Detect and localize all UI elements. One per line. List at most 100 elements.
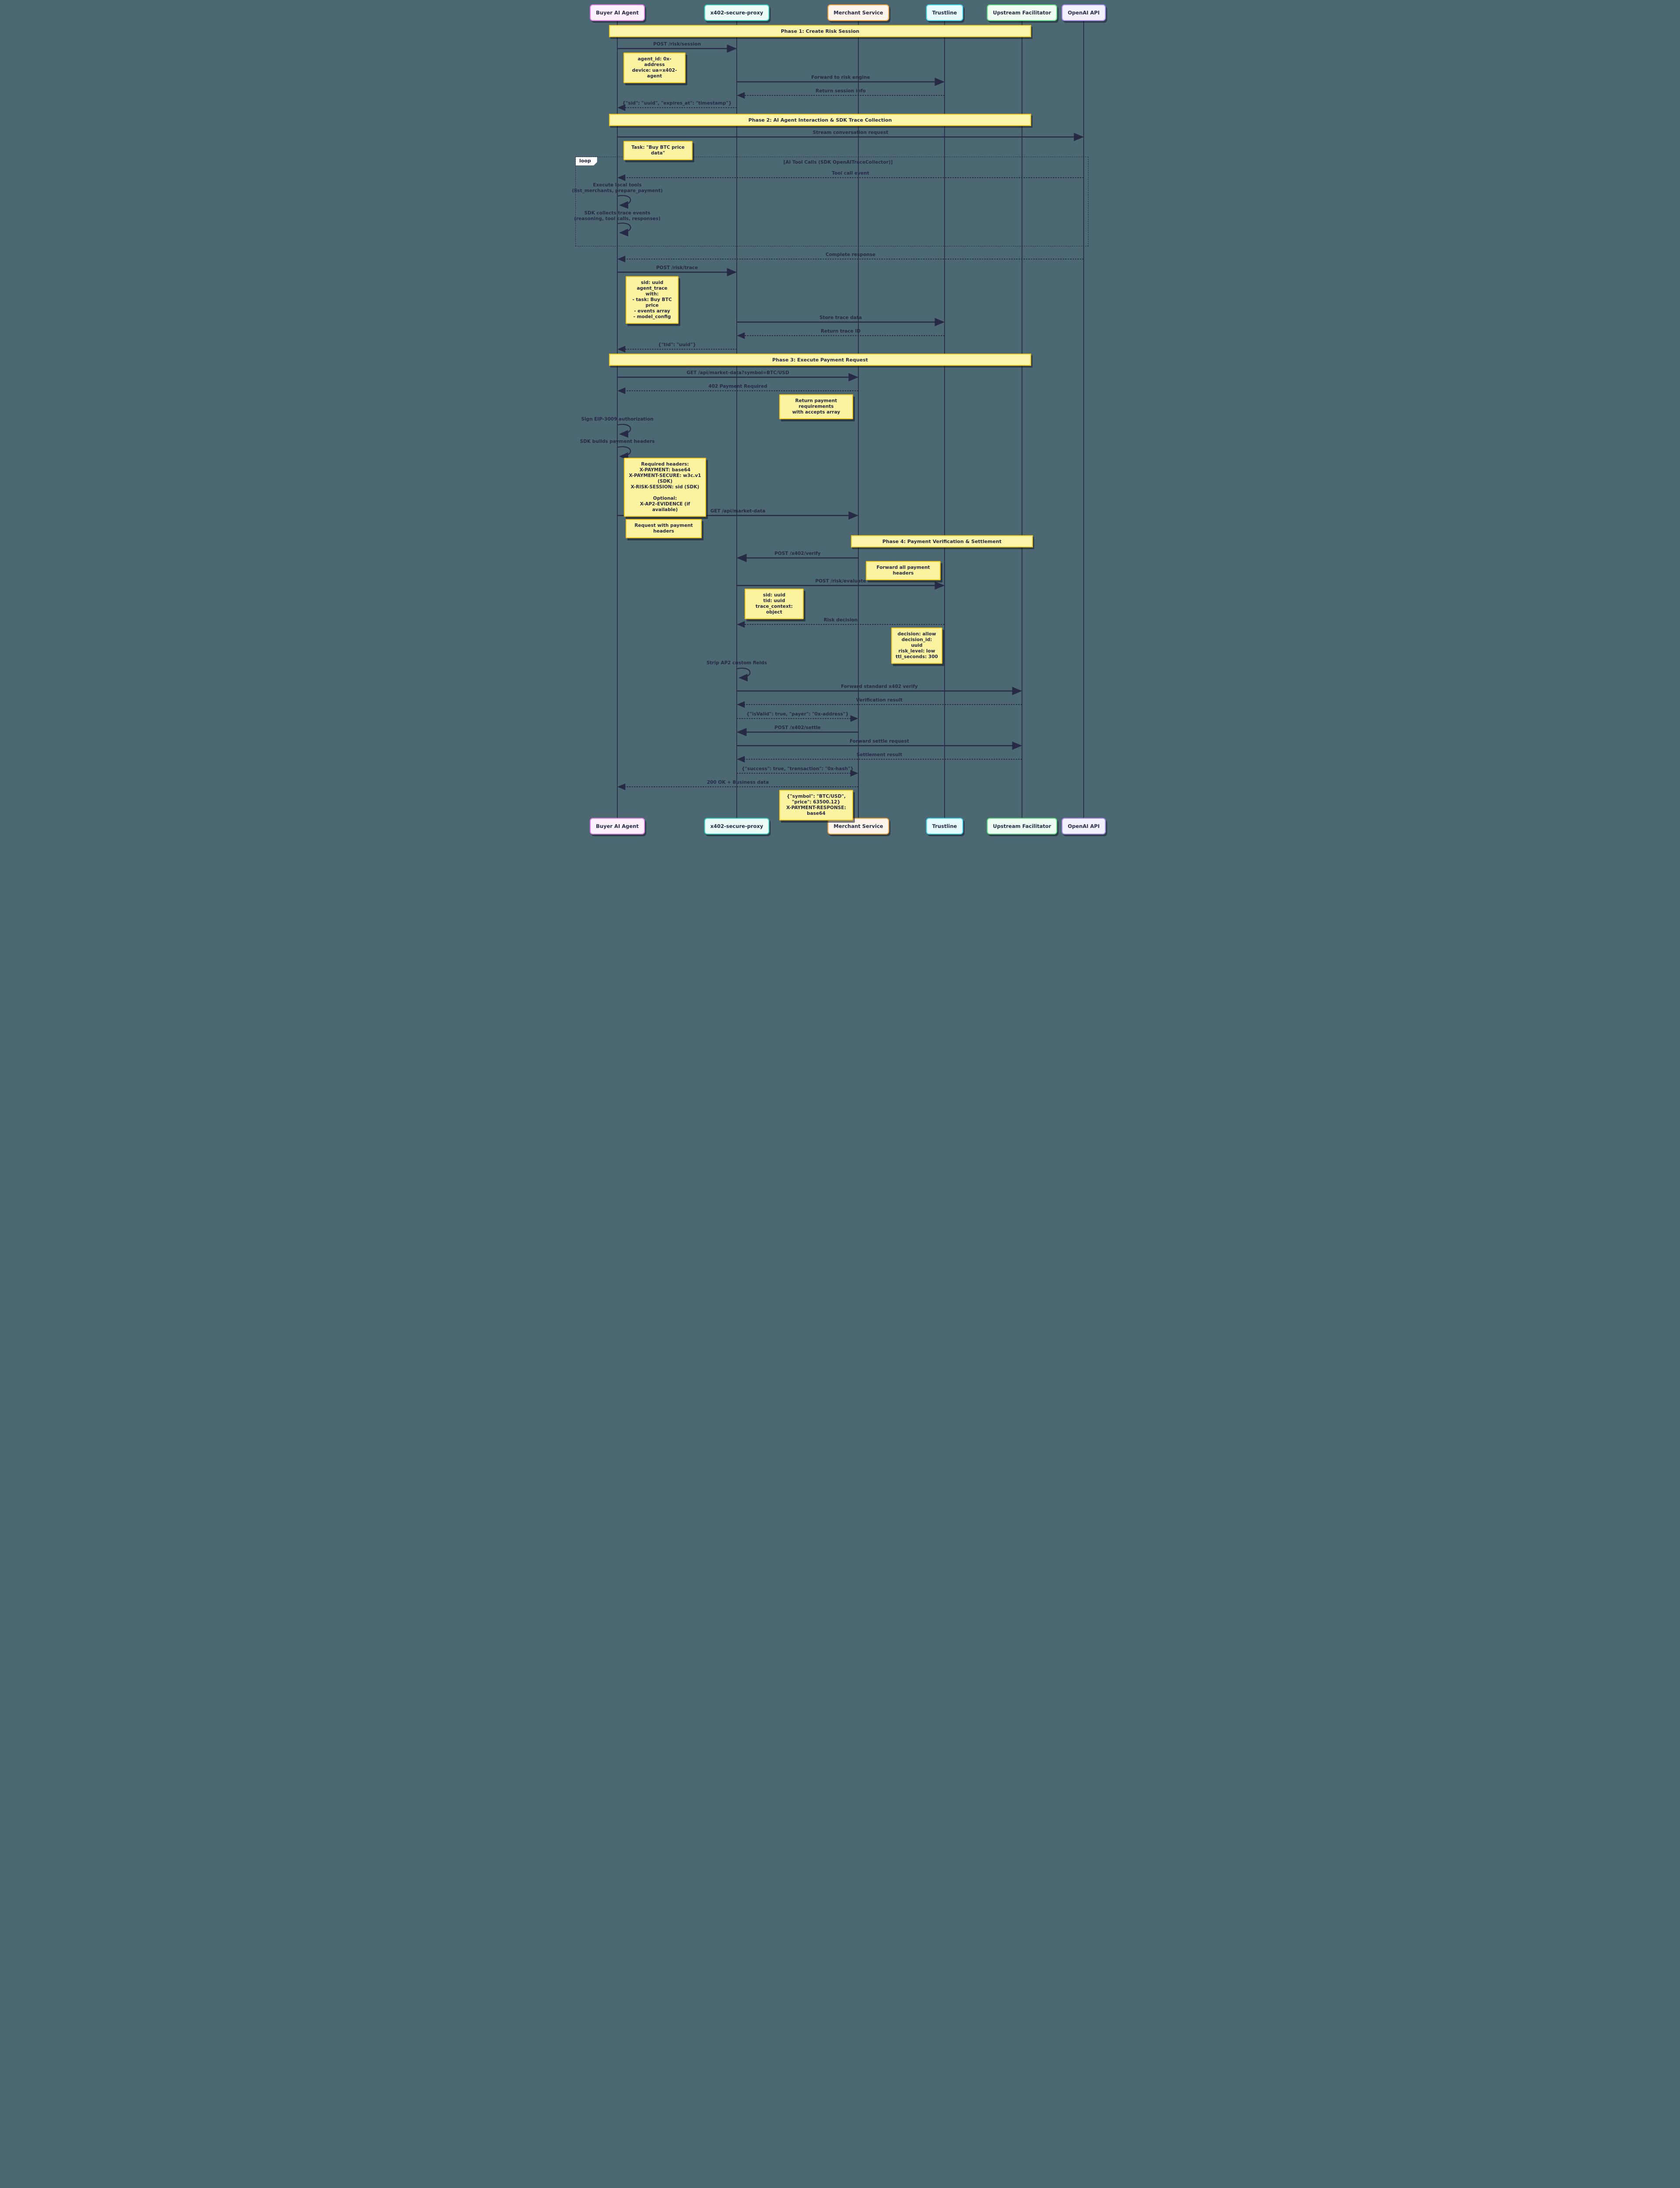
note-line: tid: uuid	[763, 598, 785, 603]
note-line	[628, 490, 702, 496]
note-request-with-headers: Request with payment headers	[626, 519, 702, 538]
self-message-line: SDK collects trace events	[584, 210, 651, 216]
note-line: X-PAYMENT-SECURE: w3c.v1 (SDK)	[629, 473, 701, 484]
message-return-trace-id-label: Return trace ID	[821, 329, 861, 334]
message-sid-response-label: {"sid": "uuid", "expires_at": "timestamp…	[622, 101, 732, 106]
note-line: Request with payment headers	[634, 523, 693, 534]
participant-proxy-bottom: x402-secure-proxy	[704, 818, 770, 835]
message-complete-response-label: Complete response	[825, 252, 876, 257]
phase-3-band: Phase 3: Execute Payment Request	[609, 354, 1031, 366]
message-post-risk-trace-label: POST /risk/trace	[656, 265, 698, 270]
self-message-line: (list_merchants, prepare_payment)	[572, 188, 663, 193]
note-line: sid: uuid	[763, 593, 786, 598]
note-line: X-PAYMENT-RESPONSE: base64	[786, 805, 846, 816]
note-line: X-PAYMENT: base64	[639, 467, 691, 473]
self-message-sign-eip-3009-label: Sign EIP-3009 authorization	[581, 417, 653, 422]
message-tid-response-label: {"tid": "uuid"}	[658, 342, 696, 347]
self-message-line: Strip AP2 custom fields	[706, 660, 767, 666]
message-return-session-info-label: Return session info	[816, 88, 866, 94]
phase-4-band: Phase 4: Payment Verification & Settleme…	[851, 535, 1033, 547]
self-message-sdk-builds-headers-arc	[617, 446, 631, 460]
message-store-trace-data-label: Store trace data	[819, 315, 862, 320]
note-line: Optional:	[653, 496, 677, 501]
note-line: - model_config	[633, 314, 671, 319]
note-line: - task: Buy BTC price	[632, 297, 672, 308]
participant-trustline-top: Trustline	[926, 4, 963, 21]
note-line: X-RISK-SESSION: sid (SDK)	[630, 484, 700, 490]
self-message-line: (reasoning, tool calls, responses)	[574, 216, 661, 221]
message-ok-business-data-label: 200 OK + Business data	[707, 780, 769, 785]
note-payment-response: {"symbol": "BTC/USD","price": 63500.12}X…	[779, 790, 853, 820]
message-isvalid-response-label: {"isValid": true, "payer": "0x-address"}	[746, 712, 849, 717]
note-line: sid: uuid	[640, 280, 664, 285]
message-forward-x402-verify-label: Forward standard x402 verify	[841, 684, 918, 689]
message-verification-result-label: Verification result	[856, 698, 903, 703]
participant-merchant-top: Merchant Service	[827, 4, 889, 21]
message-get-market-data-label: GET /api/market-data	[710, 508, 766, 514]
self-message-sign-eip-3009-arc	[617, 424, 631, 438]
self-message-execute-local-tools-arc	[617, 195, 631, 209]
note-line: Task: "Buy BTC price data"	[631, 145, 685, 156]
message-post-x402-settle-label: POST /x402/settle	[774, 725, 821, 730]
note-line: Required headers:	[641, 462, 689, 467]
self-message-sdk-collects-traces-arc	[617, 222, 631, 237]
message-stream-conversation-label: Stream conversation request	[812, 130, 889, 135]
note-line: ttl_seconds: 300	[896, 654, 938, 659]
self-message-strip-ap2-fields-arc	[737, 667, 751, 682]
note-task-buy-btc: Task: "Buy BTC price data"	[623, 141, 693, 160]
note-forward-all-headers: Forward all payment headers	[866, 561, 941, 580]
message-settlement-result-label: Settlement result	[856, 752, 903, 757]
message-risk-decision-label: Risk decision	[823, 617, 858, 623]
participant-upstream-bottom: Upstream Facilitator	[987, 818, 1057, 835]
diagram-wires	[617, 21, 1084, 818]
note-line: device: ua=x402-agent	[632, 68, 677, 79]
note-line: Return payment requirements	[795, 398, 837, 409]
message-post-risk-evaluate-label: POST /risk/evaluate	[815, 579, 866, 584]
self-message-line: SDK builds payment headers	[580, 439, 655, 444]
message-post-x402-verify-label: POST /x402/verify	[774, 551, 821, 556]
note-line: {"symbol": "BTC/USD",	[786, 794, 846, 799]
loop-condition: [AI Tool Calls (SDK OpenAITraceCollector…	[783, 160, 893, 165]
participant-merchant-bottom: Merchant Service	[827, 818, 889, 835]
self-message-strip-ap2-fields-label: Strip AP2 custom fields	[707, 660, 767, 666]
note-line: agent_trace with:	[637, 286, 668, 297]
note-line: X-AP2-EVIDENCE (if available)	[640, 501, 690, 512]
message-forward-risk-engine-label: Forward to risk engine	[811, 75, 870, 80]
loop-operator-label: loop	[576, 157, 597, 165]
note-line: Forward all payment headers	[876, 565, 930, 576]
note-line: - events array	[634, 309, 670, 314]
participant-trustline-bottom: Trustline	[926, 818, 963, 835]
self-message-execute-local-tools-label: Execute local tools(list_merchants, prep…	[572, 182, 662, 193]
participant-proxy-top: x402-secure-proxy	[704, 4, 770, 21]
self-message-sdk-builds-headers-label: SDK builds payment headers	[580, 439, 655, 445]
message-forward-settle-request-label: Forward settle request	[850, 739, 909, 744]
participant-openai-top: OpenAI API	[1061, 4, 1106, 21]
self-message-sdk-collects-traces-label: SDK collects trace events(reasoning, too…	[574, 210, 661, 221]
message-payment-required-402-label: 402 Payment Required	[708, 384, 767, 389]
note-line: agent_id: 0x-address	[637, 56, 672, 67]
participant-upstream-top: Upstream Facilitator	[987, 4, 1057, 21]
phase-2-band: Phase 2: AI Agent Interaction & SDK Trac…	[609, 114, 1031, 126]
phase-1-band: Phase 1: Create Risk Session	[609, 25, 1031, 37]
self-message-line: Execute local tools	[593, 182, 642, 188]
note-line: decision_id: uuid	[901, 637, 932, 648]
note-line: with accepts array	[792, 410, 840, 415]
participant-buyer-top: Buyer AI Agent	[590, 4, 645, 21]
participant-buyer-bottom: Buyer AI Agent	[590, 818, 645, 835]
note-line: "price": 63500.12}	[791, 799, 841, 805]
self-message-line: Sign EIP-3009 authorization	[581, 417, 654, 422]
note-line: trace_context: object	[756, 604, 793, 615]
note-line: risk_level: low	[898, 649, 935, 654]
message-tool-call-event-label: Tool call event	[832, 171, 869, 176]
message-get-market-data-symbol-label: GET /api/market-data?symbol=BTC/USD	[686, 370, 789, 375]
message-post-risk-session-label: POST /risk/session	[653, 42, 701, 47]
loop-frame	[575, 157, 1088, 246]
note-line: decision: allow	[897, 631, 936, 637]
